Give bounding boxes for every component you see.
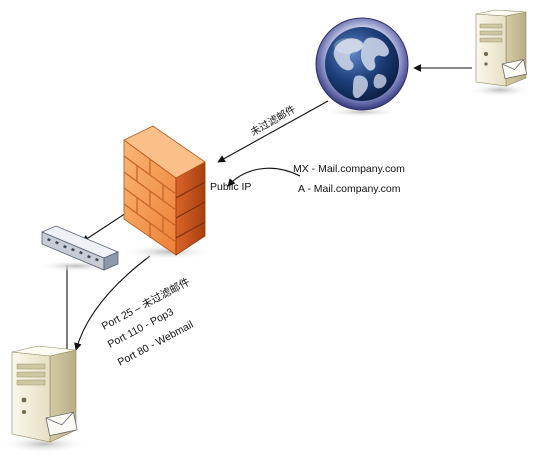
a-record-label: A - Mail.company.com xyxy=(298,183,401,195)
internet-to-firewall-arrow xyxy=(217,100,329,163)
network-switch xyxy=(36,225,120,272)
mx-record-label: MX - Mail.company.com xyxy=(293,163,405,175)
dns-to-public-ip-arrow xyxy=(227,167,301,187)
external-server xyxy=(468,9,532,97)
firewall-to-mail-server-arrow xyxy=(74,255,151,351)
public-ip-label: Public IP xyxy=(210,181,251,193)
mail-server xyxy=(0,345,88,453)
firewall xyxy=(122,125,214,260)
internet-globe xyxy=(315,17,409,117)
unfiltered-mail-label: 未过滤邮件 xyxy=(248,102,298,138)
